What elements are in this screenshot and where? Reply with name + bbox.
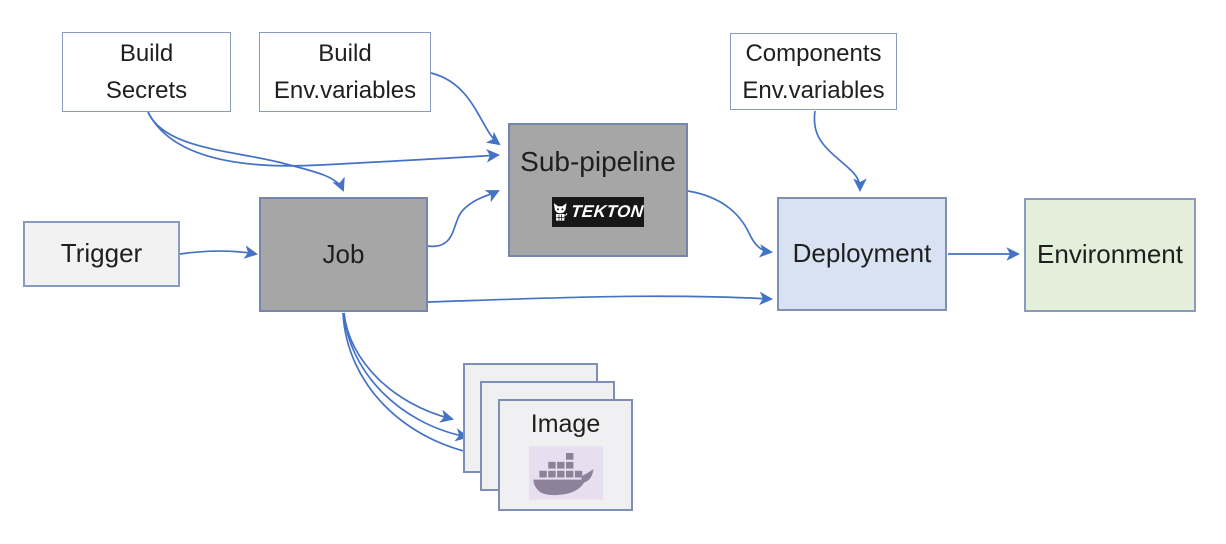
edge-trigger-to-job	[179, 245, 259, 259]
edge-job-to-deployment	[427, 291, 774, 306]
build-secrets-line1: Build	[119, 40, 174, 67]
image-content: Image	[500, 401, 631, 509]
node-build-env-variables: Build Env.variables	[259, 32, 431, 112]
job-label: Job	[322, 238, 365, 269]
components-env-line2: Env.variables	[742, 76, 885, 104]
node-trigger: Trigger	[23, 221, 180, 287]
image-label: Image	[530, 410, 601, 438]
edge-build-env-to-sub-pipeline	[430, 72, 501, 146]
edge-job-to-image-2	[343, 312, 470, 442]
trigger-label: Trigger	[60, 238, 143, 269]
edge-build-secrets-to-sub-pipeline	[147, 111, 501, 167]
node-build-secrets: Build Secrets	[62, 32, 231, 112]
build-env-line2: Env.variables	[273, 77, 417, 104]
node-image: Image	[498, 399, 633, 511]
edge-sub-pipeline-to-deployment	[687, 190, 774, 258]
edge-components-env-to-deployment	[813, 110, 867, 193]
node-sub-pipeline: Sub-pipeline TEKTON	[508, 123, 688, 257]
tekton-logo-text: TEKTON	[570, 202, 646, 222]
sub-pipeline-label: Sub-pipeline	[520, 146, 676, 177]
node-deployment: Deployment	[777, 197, 947, 311]
node-components-env-variables: Components Env.variables	[730, 33, 897, 110]
build-env-line1: Build	[318, 40, 372, 67]
components-env-line1: Components	[745, 39, 882, 67]
build-secrets-label: Build Secrets	[106, 35, 187, 109]
edge-job-to-image-1	[343, 312, 454, 423]
node-job: Job	[259, 197, 428, 312]
build-secrets-line2: Secrets	[105, 77, 188, 104]
docker-whale-icon	[528, 446, 603, 500]
tekton-robot-cat-icon	[553, 203, 568, 222]
edge-build-secrets-to-job	[147, 111, 345, 192]
sub-pipeline-content: Sub-pipeline TEKTON	[510, 125, 686, 255]
node-environment: Environment	[1024, 198, 1196, 312]
edge-job-to-sub-pipeline	[426, 190, 500, 248]
tekton-logo: TEKTON	[552, 197, 646, 228]
build-env-variables-label: Build Env.variables	[274, 35, 416, 109]
components-env-variables-label: Components Env.variables	[742, 35, 884, 109]
deployment-label: Deployment	[792, 238, 932, 269]
edge-job-to-image-3	[342, 312, 485, 460]
environment-label: Environment	[1037, 239, 1183, 270]
